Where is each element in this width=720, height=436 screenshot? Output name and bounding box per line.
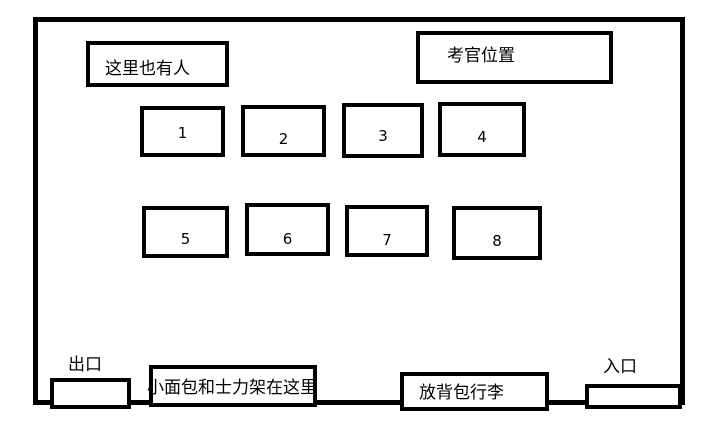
desk-2: 2 [241,105,326,157]
examiner-label: 考官位置 [447,46,515,66]
desk-number: 2 [278,130,289,148]
desk-number: 6 [282,230,293,248]
desk-7: 7 [345,205,429,257]
desk-number: 7 [382,231,392,249]
desk-5: 5 [142,206,229,258]
desk-number: 4 [477,128,487,146]
exit-box [50,378,131,409]
snacks-label: 小面包和士力架在这里 [147,378,317,398]
examiner-box [416,31,613,84]
snacks-box [149,365,317,407]
desk-3: 3 [342,103,424,158]
desk-number: 8 [492,232,502,250]
people-here-label: 这里也有人 [105,59,190,79]
desk-number: 3 [378,127,388,145]
luggage-label: 放背包行李 [419,383,504,403]
luggage-box [400,372,549,411]
desk-6: 6 [245,203,330,256]
desk-1: 1 [140,106,225,157]
desk-number: 1 [177,124,188,142]
desk-8: 8 [452,206,542,260]
desk-4: 4 [438,102,526,157]
desk-number: 5 [180,230,191,248]
entrance-label: 入口 [603,357,637,377]
room-outline [33,17,685,405]
people-here-box [86,41,229,87]
exit-label: 出口 [68,355,102,375]
entrance-box [585,384,682,409]
